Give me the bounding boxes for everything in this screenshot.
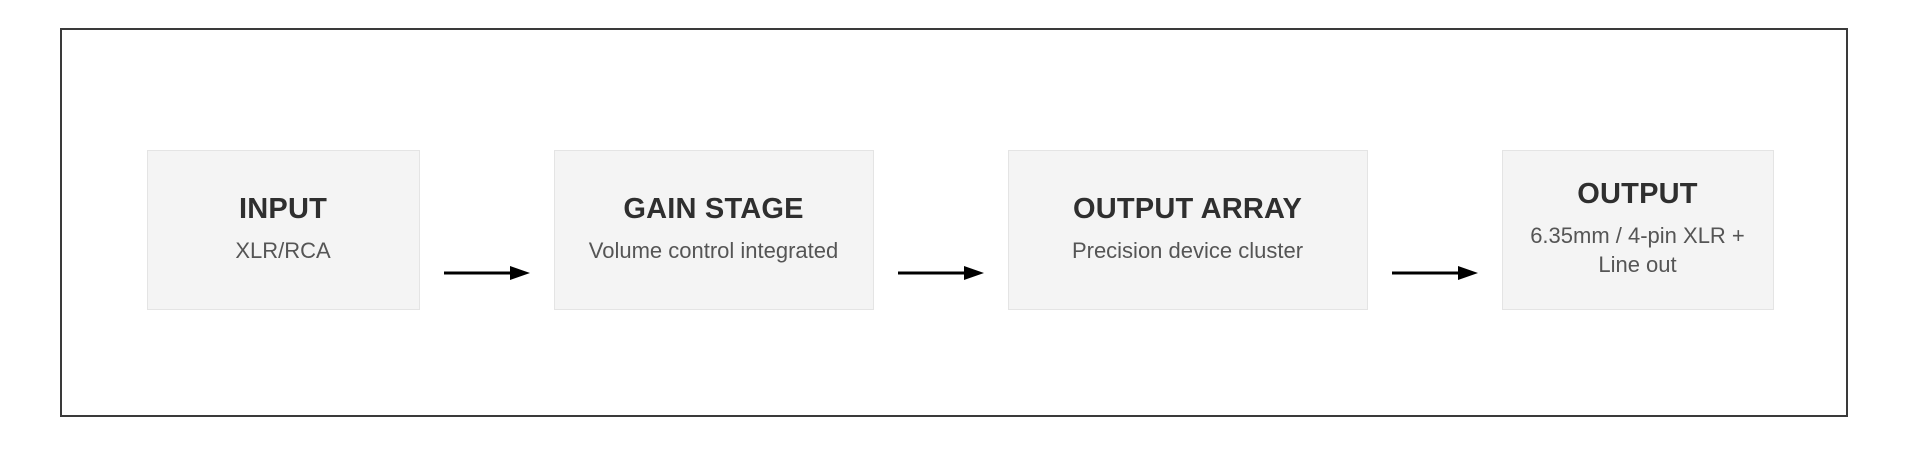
diagram-frame	[60, 28, 1848, 417]
stage-subtitle: XLR/RCA	[235, 237, 331, 263]
connector-3	[1368, 150, 1502, 310]
stage-subtitle: Precision device cluster	[1071, 237, 1304, 263]
stage-box-output-array[interactable]: OUTPUT ARRAY Precision device cluster	[1007, 149, 1368, 310]
stage-box-input[interactable]: INPUT XLR/RCA	[146, 149, 420, 310]
stage-title: INPUT	[239, 192, 327, 225]
stage-title: OUTPUT	[1577, 177, 1698, 210]
stage-box-output[interactable]: OUTPUT 6.35mm / 4-pin XLR + Line out	[1501, 149, 1774, 310]
arrow-right-icon	[897, 263, 984, 283]
stage-box-gain-stage[interactable]: GAIN STAGE Volume control integrated	[553, 149, 874, 310]
stage-subtitle: 6.35mm / 4-pin XLR + Line out	[1530, 222, 1745, 278]
connector-2	[874, 150, 1008, 310]
arrow-right-icon	[1391, 263, 1478, 283]
connector-1	[420, 150, 554, 310]
stage-subtitle: Volume control integrated	[588, 237, 839, 263]
arrow-right-icon	[443, 263, 530, 283]
stage-title: OUTPUT ARRAY	[1072, 192, 1303, 225]
stage-title: GAIN STAGE	[623, 192, 804, 225]
